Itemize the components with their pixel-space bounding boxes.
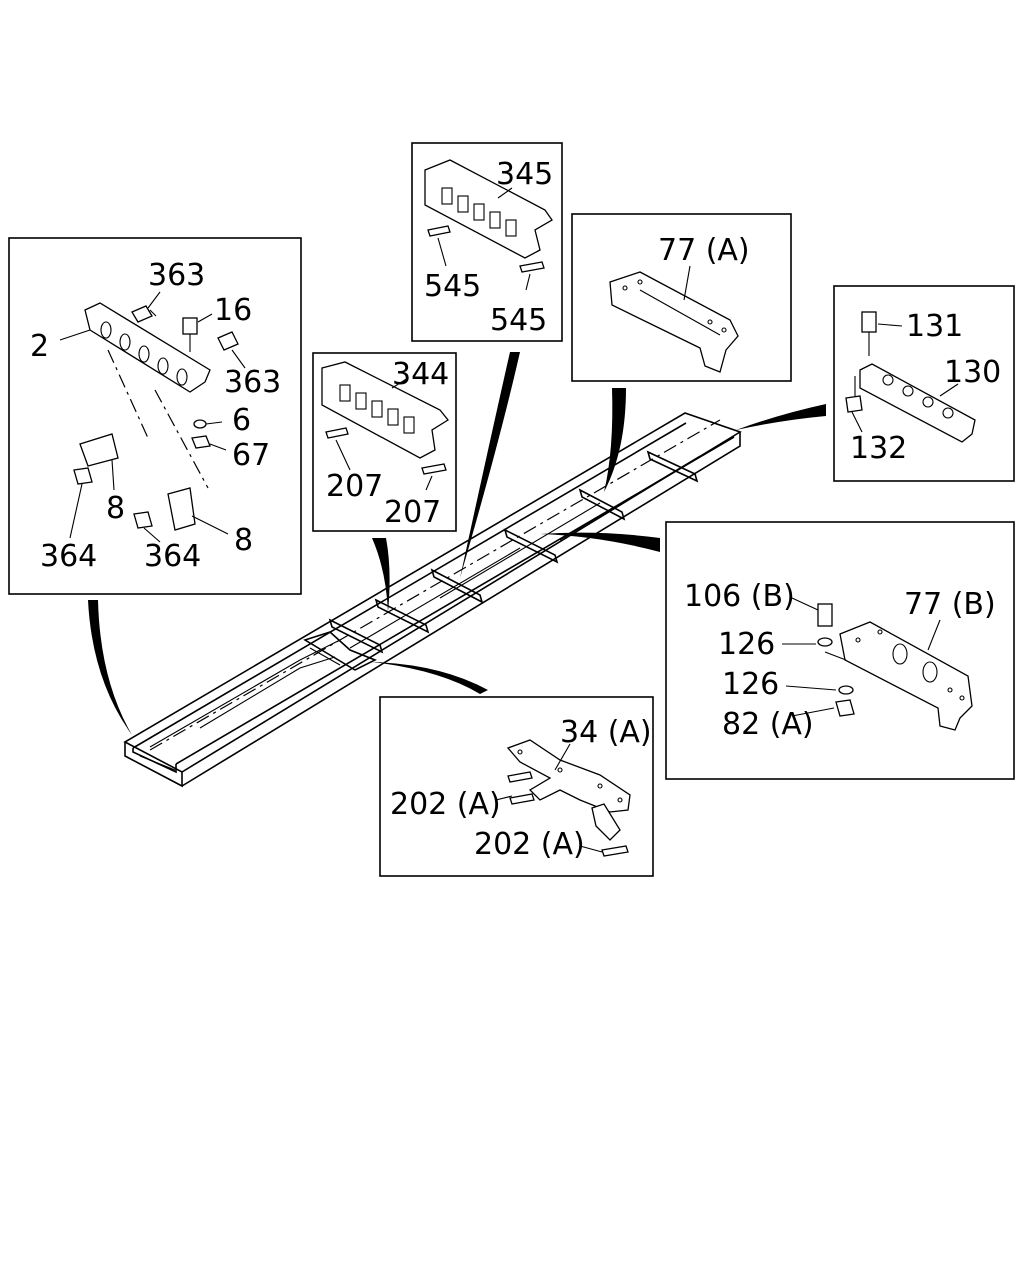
- callout-67: 67: [232, 438, 270, 473]
- callout-545-right: 545: [490, 303, 547, 338]
- callout-82a: 82 (A): [722, 707, 814, 742]
- crossmember-part: [506, 739, 631, 813]
- callout-8-right: 8: [234, 523, 253, 558]
- nut-icon: [133, 511, 153, 529]
- crossmember-part: [859, 363, 976, 443]
- shim-icon: [519, 261, 545, 273]
- callout-207-left: 207: [326, 469, 383, 504]
- bolt-icon: [861, 311, 877, 333]
- callout-363-right: 363: [224, 365, 281, 400]
- washer-icon: [193, 419, 207, 429]
- callout-2: 2: [30, 329, 49, 364]
- crossmember-part: [839, 621, 973, 731]
- callout-16: 16: [214, 293, 252, 328]
- callout-364-right: 364: [144, 539, 201, 574]
- shim-icon: [421, 463, 447, 475]
- nut-icon: [835, 699, 855, 717]
- callout-77b: 77 (B): [904, 587, 996, 622]
- detail-box-crossmember-77a: 77 (A): [571, 213, 792, 382]
- shim-icon: [507, 771, 533, 783]
- callout-6: 6: [232, 403, 251, 438]
- bracket-icon: [79, 433, 119, 467]
- nut-icon: [845, 395, 863, 413]
- detail-box-1-frame: [8, 237, 302, 595]
- detail-box-crossmember-34a: 34 (A) 202 (A) 202 (A): [379, 696, 654, 877]
- bolt-icon: [817, 603, 833, 627]
- detail-box-crossmember-130: 131 130 132: [833, 285, 1015, 482]
- callout-344: 344: [392, 357, 449, 392]
- callout-131: 131: [906, 309, 963, 344]
- callout-207-right: 207: [384, 495, 441, 530]
- callout-202a-upper: 202 (A): [390, 787, 501, 822]
- callout-202a-lower: 202 (A): [474, 827, 585, 862]
- chassis-frame: [123, 412, 742, 788]
- callout-8-left: 8: [106, 491, 125, 526]
- washer-icon: [817, 637, 833, 647]
- leader-wedges: [88, 352, 826, 735]
- callout-364-left: 364: [40, 539, 97, 574]
- detail-box-crossmember-344: 344 207 207: [312, 352, 457, 532]
- detail-box-front-crossmember: 363 16 2 363 6 67 8 8 364 364: [8, 237, 302, 595]
- bolt-icon: [182, 317, 198, 335]
- shim-icon: [601, 845, 629, 857]
- callout-345: 345: [496, 157, 553, 192]
- bolt-icon: [131, 305, 153, 323]
- callout-545-left: 545: [424, 269, 481, 304]
- callout-77a: 77 (A): [658, 233, 750, 268]
- shim-icon: [509, 793, 535, 805]
- detail-box-crossmember-77b: 106 (B) 77 (B) 126 126 82 (A): [665, 521, 1015, 780]
- crossmember-part: [424, 159, 553, 259]
- washer-icon: [838, 685, 854, 695]
- bolt-icon: [217, 331, 239, 351]
- nut-icon: [191, 435, 211, 449]
- callout-34a: 34 (A): [560, 715, 652, 750]
- shim-icon: [427, 225, 451, 237]
- callout-106b: 106 (B): [684, 579, 795, 614]
- callout-132: 132: [850, 431, 907, 466]
- crossmember-part: [321, 361, 449, 459]
- crossmember-leg: [591, 803, 621, 841]
- detail-box-crossmember-345: 345 545 545: [411, 142, 563, 342]
- callout-130: 130: [944, 355, 1001, 390]
- nut-icon: [73, 467, 93, 485]
- bracket-icon: [167, 487, 196, 531]
- callout-126-lower: 126: [722, 667, 779, 702]
- callout-126-upper: 126: [718, 627, 775, 662]
- detail-box-6-frame: [665, 521, 1015, 780]
- callout-363-top: 363: [148, 258, 205, 293]
- shim-icon: [325, 427, 349, 439]
